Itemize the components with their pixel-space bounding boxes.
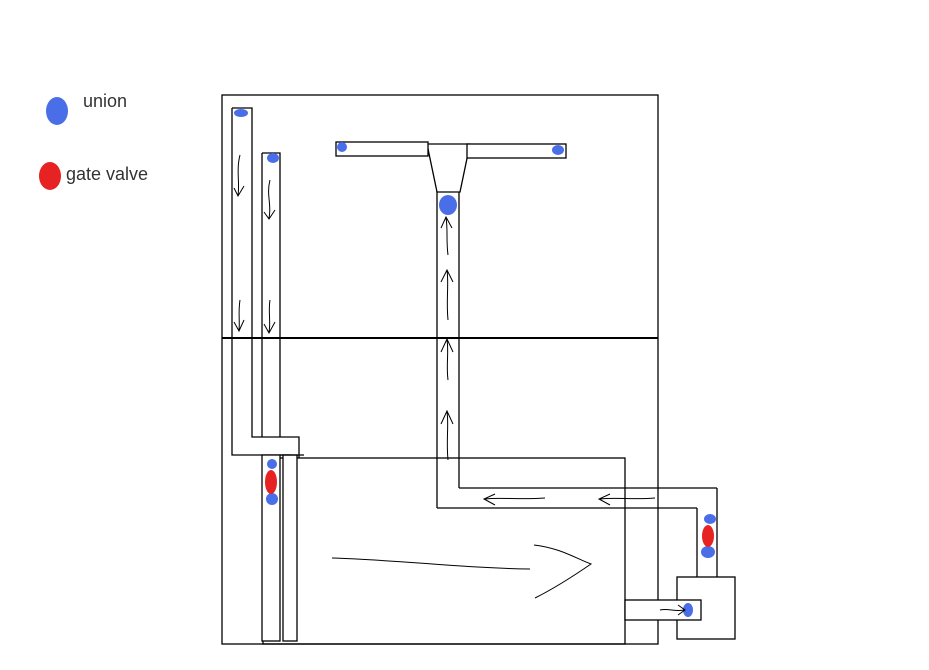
legend-union-swatch <box>46 97 68 125</box>
gate-valves <box>265 470 714 547</box>
return-pipe-horizontal <box>437 487 718 577</box>
return-reducer <box>426 143 471 193</box>
union-icon <box>552 145 564 155</box>
return-manifold <box>335 141 567 159</box>
gate-valve-icon <box>265 470 277 494</box>
unions <box>234 109 716 617</box>
union-icon <box>267 153 279 163</box>
legend-swatches <box>39 97 68 190</box>
legend-union-label: union <box>83 91 128 111</box>
union-icon <box>683 603 693 617</box>
union-icon <box>439 195 457 215</box>
union-icon <box>337 142 347 152</box>
union-icon <box>704 514 716 524</box>
legend-gate-valve-swatch <box>39 162 61 190</box>
flow-arrows <box>233 154 686 616</box>
legend-gate-valve-label: gate valve <box>66 164 149 184</box>
union-icon <box>701 546 715 558</box>
sump-tank <box>262 457 626 645</box>
drain-pipe-2 <box>261 152 281 437</box>
return-pipe-vertical <box>436 190 460 508</box>
gate-valve-icon <box>702 525 714 547</box>
union-icon <box>234 109 248 117</box>
union-icon <box>267 459 277 469</box>
drain-pipe-1 <box>231 107 300 458</box>
union-icon <box>266 493 278 505</box>
sump-drop-pipe-right <box>282 454 298 642</box>
